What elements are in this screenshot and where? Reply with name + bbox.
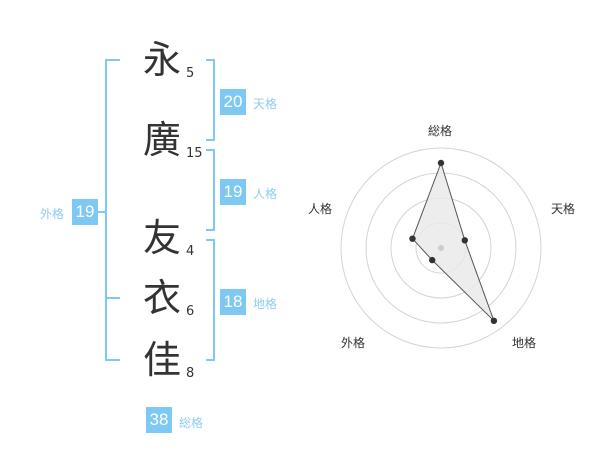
bracket-tenkaku [206, 59, 215, 141]
bracket-chikaku [206, 239, 215, 361]
name-char-4: 衣 [142, 276, 181, 320]
radar-axis-label-4: 外格 [340, 336, 365, 350]
soukaku-badge: 38 [146, 407, 172, 433]
gaikaku-label: 外格 [40, 207, 65, 221]
stroke-count-4: 6 [186, 304, 195, 319]
name-char-5: 佳 [142, 338, 181, 382]
stroke-count-3: 4 [186, 244, 195, 259]
radar-axis-label-5: 人格 [307, 202, 332, 216]
grouping-brackets [98, 59, 215, 361]
gaikaku-badge: 19 [72, 199, 98, 225]
jinkaku-badge: 19 [220, 179, 246, 205]
radar-axis-label-1: 総格 [427, 124, 452, 138]
bracket-gaikaku [105, 59, 120, 361]
radar-point-4 [429, 256, 436, 264]
radar-axis-label-2: 天格 [550, 202, 575, 216]
bracket-jinkaku [206, 149, 215, 231]
tenkaku-badge: 20 [220, 89, 246, 115]
radar-point-5 [409, 235, 416, 242]
name-char-2: 廣 [142, 118, 181, 162]
stroke-count-1: 5 [186, 66, 195, 81]
radar-point-3 [490, 317, 498, 324]
radar-point-2 [461, 237, 468, 244]
tenkaku-label: 天格 [253, 97, 278, 111]
radar-point-1 [437, 159, 445, 167]
jinkaku-label: 人格 [253, 187, 278, 201]
radar-chart [340, 147, 542, 349]
stroke-count-2: 15 [186, 146, 203, 161]
soukaku-label: 総格 [179, 416, 204, 430]
radar-center-dot [438, 245, 444, 251]
radar-ring-4 [340, 147, 542, 349]
radar-polygon [411, 161, 495, 322]
chikaku-label: 地格 [253, 297, 278, 311]
radar-axis-label-3: 地格 [511, 336, 536, 350]
name-char-3: 友 [142, 216, 181, 260]
chikaku-badge: 18 [220, 289, 246, 315]
name-char-1: 永 [142, 38, 181, 82]
stroke-count-5: 8 [186, 366, 195, 381]
